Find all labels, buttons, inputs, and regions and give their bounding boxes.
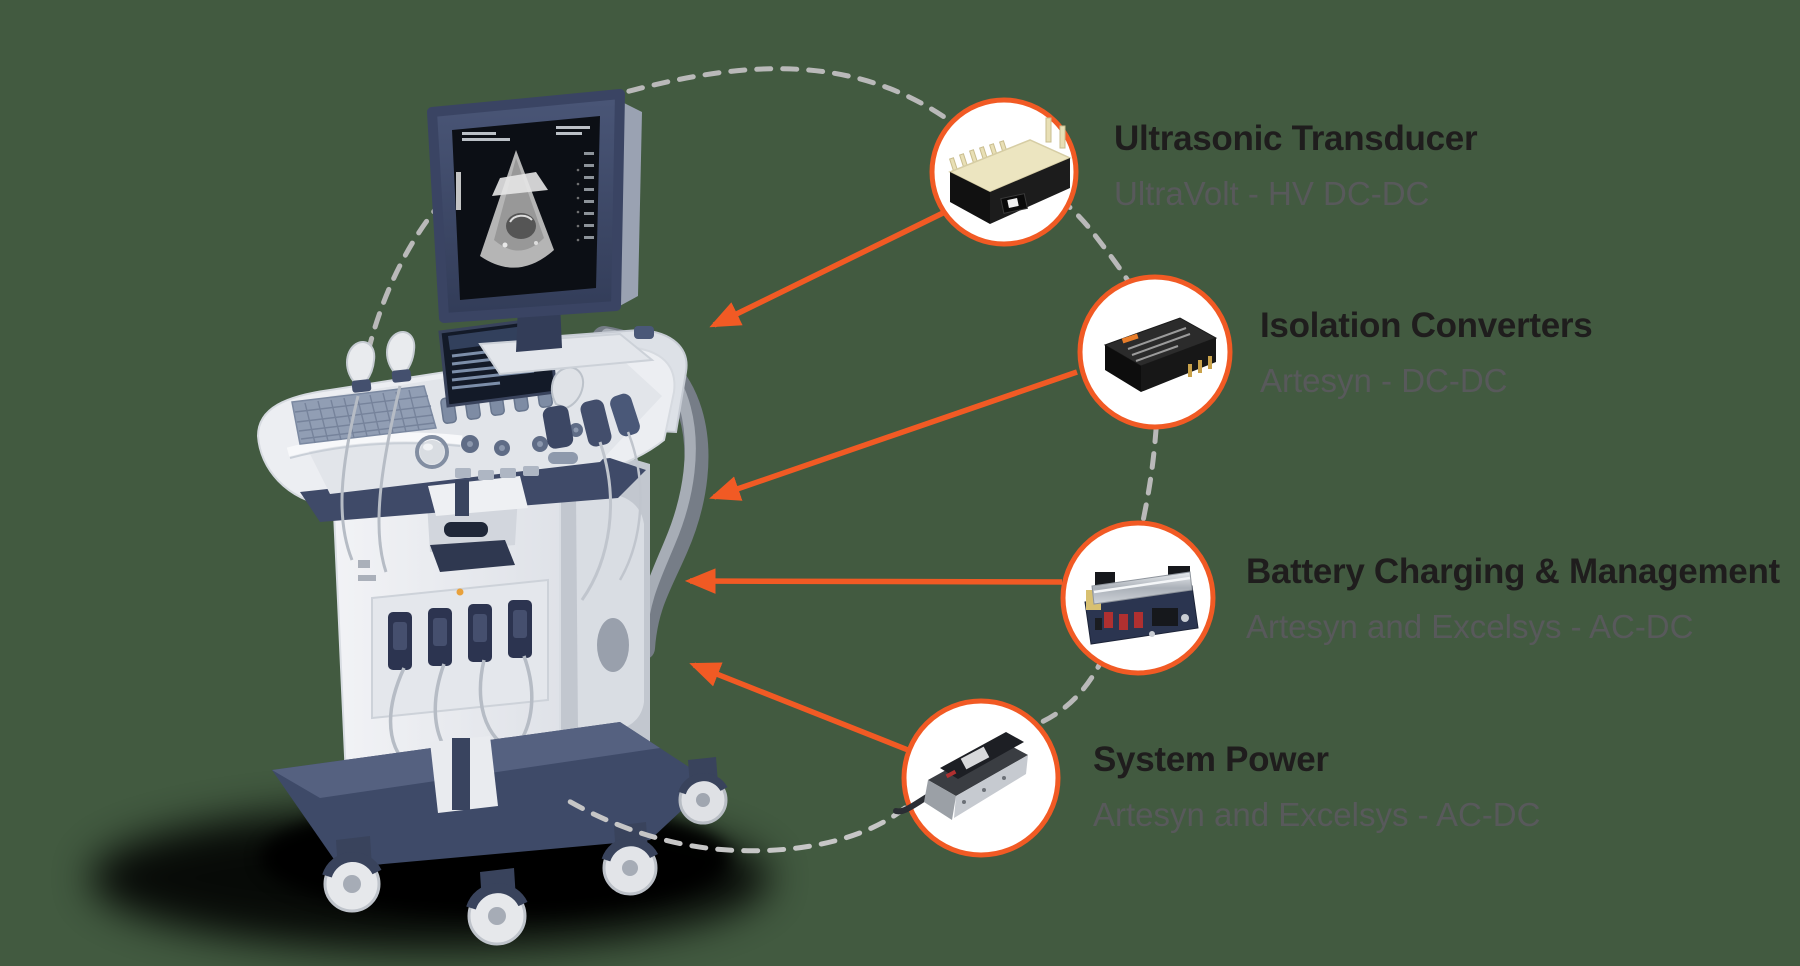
module-label <box>1007 198 1019 208</box>
shelf-knob <box>634 326 654 339</box>
wheel <box>678 757 728 825</box>
screen-side-scale <box>576 152 594 242</box>
callout-title: Ultrasonic Transducer <box>1114 119 1478 158</box>
control-panel <box>256 316 676 601</box>
brand-mark <box>1121 333 1139 344</box>
callout-subtitle: Artesyn - DC-DC <box>1260 362 1508 399</box>
knob-cluster <box>461 423 583 456</box>
transducer-probes <box>340 331 416 573</box>
trim-clip <box>455 480 469 516</box>
callout-title: Battery Charging & Management <box>1246 552 1780 591</box>
base-strap <box>452 738 470 810</box>
wheel <box>466 868 528 946</box>
callout-title: Isolation Converters <box>1260 306 1593 345</box>
pointer-arrows <box>684 209 1078 753</box>
small-keys <box>455 452 578 480</box>
trim-insert <box>428 476 528 516</box>
arrow-isolation-converters <box>709 369 1078 501</box>
cart-tower <box>330 438 650 824</box>
casters <box>322 757 728 946</box>
wheel <box>322 836 382 913</box>
callout-text-ultrasonic-transducer: Ultrasonic Transducer UltraVolt - HV DC-… <box>1114 119 1478 212</box>
callout-circle-battery-charging <box>1060 520 1216 676</box>
ultrasound-machine <box>256 89 728 946</box>
arrow-battery-charging <box>684 568 1063 594</box>
ultrasound-image <box>480 150 554 268</box>
callout-circle-ultrasonic-transducer <box>929 97 1079 247</box>
arrow-ultrasonic-transducer <box>709 209 947 328</box>
cart-base <box>272 722 712 868</box>
port <box>358 575 376 581</box>
hv-dc-dc-module-image <box>948 117 1072 224</box>
callout-circle-isolation-converters <box>1077 274 1233 430</box>
trackball <box>415 435 449 469</box>
keyboard <box>291 385 437 445</box>
right-probe-holders <box>542 366 642 601</box>
monitor <box>427 89 655 376</box>
screen-text-overlays <box>456 126 590 210</box>
open-frame-psu-image <box>1084 566 1199 645</box>
callout-subtitle: UltraVolt - HV DC-DC <box>1114 175 1430 212</box>
callout-circle-system-power <box>893 698 1061 858</box>
callout-title: System Power <box>1093 740 1329 779</box>
dc-dc-brick-image <box>1103 317 1218 392</box>
callout-text-isolation-converters: Isolation Converters Artesyn - DC-DC <box>1260 306 1593 399</box>
pedal-bar <box>444 522 488 537</box>
callout-text-battery-charging: Battery Charging & Management Artesyn an… <box>1246 554 1780 643</box>
callout-text-system-power: System Power Artesyn and Excelsys - AC-D… <box>1093 742 1540 831</box>
psu-label <box>960 746 990 770</box>
wheel <box>601 822 659 896</box>
warning-dot <box>456 588 464 596</box>
callout-subtitle: Artesyn and Excelsys - AC-DC <box>1246 608 1694 645</box>
callout-circles <box>893 97 1233 858</box>
side-pod-oval <box>597 618 629 672</box>
arrow-system-power <box>689 662 910 753</box>
callout-subtitle: Artesyn and Excelsys - AC-DC <box>1093 796 1541 833</box>
enclosed-psu-image <box>893 732 1028 820</box>
dashed-connector-tail <box>559 794 908 854</box>
port <box>358 560 370 568</box>
foot-pedal <box>430 540 515 572</box>
side-pod <box>576 492 644 733</box>
